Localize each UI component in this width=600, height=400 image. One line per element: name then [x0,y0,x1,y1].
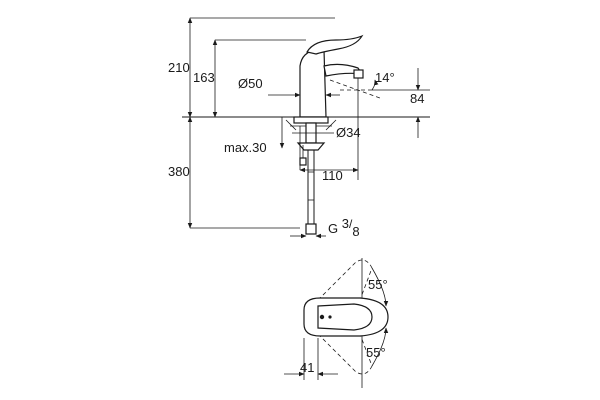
aerator [353,69,364,79]
flexible-hose [305,150,317,235]
dim-hole-diameter: Ø34 [336,125,361,140]
top-plan-view: 55° 55° 41 [284,258,389,388]
mounting-assembly [285,116,337,151]
dim-tilt-angle: 14° [375,70,395,85]
handle-swing-lower [317,333,373,375]
top-view-lever [317,303,373,331]
side-elevation-view: 210 163 Ø50 14° 84 380 max.30 Ø34 110 G … [168,17,430,239]
dim-spout-projection: 84 [410,91,424,106]
lever-handle [306,34,364,55]
dim-spout-height: 163 [193,70,215,85]
dim-reach: 110 [322,168,343,183]
dim-total-height: 210 [168,60,190,75]
dim-below-deck-length: 380 [168,164,190,179]
rod-knob [299,157,307,166]
dim-thread-size: G 3/8 [328,216,360,239]
dim-handle-offset: 41 [300,360,314,375]
dim-swing-lower: 55° [366,345,386,360]
dim-max-thickness: max.30 [224,140,267,155]
faucet-body [299,49,327,118]
dim-body-diameter: Ø50 [238,76,263,91]
tilt-reference-line [329,79,381,99]
dim-swing-upper: 55° [368,277,388,292]
handle-swing-upper [317,259,373,301]
